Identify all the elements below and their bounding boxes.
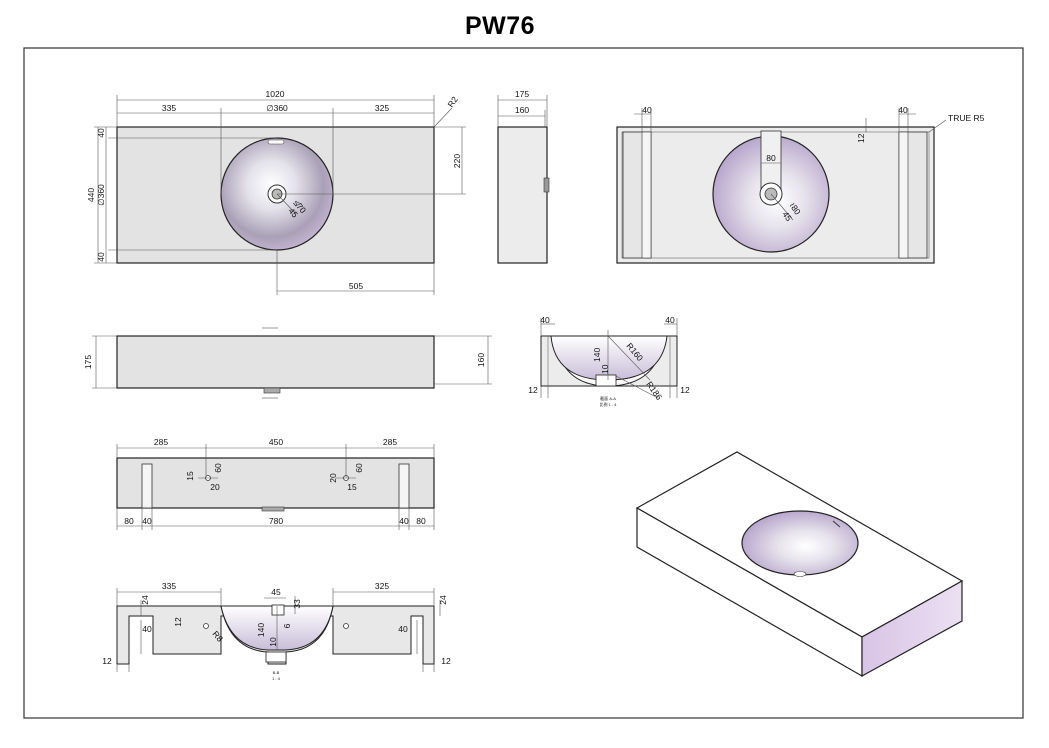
- dim-back-rib-left: 40: [142, 516, 152, 526]
- isometric-view: [635, 451, 964, 678]
- dim-top-edge-a: 40: [96, 128, 106, 138]
- dim-back-hole-left-w: 20: [210, 482, 220, 492]
- dim-top-bowl-dia: ∅360: [266, 103, 288, 113]
- dim-back-hole-right-top: 60: [354, 463, 364, 473]
- long-section-scale: 1 : 4: [272, 676, 281, 681]
- dim-back-hole-left-top: 60: [213, 463, 223, 473]
- back-view: 285 450 285 15 60 20 20 60 15 80 40 780 …: [116, 437, 435, 530]
- dim-bottom-channel: 80: [766, 153, 776, 163]
- section-scale: 比例 1 : 4: [600, 401, 618, 407]
- dim-bottom-thickness: 12: [856, 133, 866, 143]
- top-view: 1020 335 ∅360 325 R2 40 440 ∅360 40 220 …: [86, 89, 466, 295]
- side-view: 175 160: [497, 89, 550, 264]
- dim-section-right: 40: [665, 315, 675, 325]
- drawing-title: PW76: [464, 12, 536, 40]
- dim-section-left: 40: [540, 315, 550, 325]
- dim-top-center: 220: [452, 154, 462, 168]
- dim-top-offset: 505: [349, 281, 363, 291]
- dim-back-left: 285: [154, 437, 168, 447]
- dim-long-drain: 10: [268, 637, 278, 647]
- dim-bottom-right-rib: 40: [898, 105, 908, 115]
- dim-side-depth: 175: [515, 89, 529, 99]
- dim-long-top-left: 24: [140, 595, 150, 605]
- dim-back-hole-left-h: 15: [185, 471, 195, 481]
- long-section-view: 335 325 45 33 24 24 12 40 R8 140 6 10 40…: [102, 581, 451, 681]
- dim-long-depth: 140: [256, 623, 266, 637]
- dim-top-depth: 440: [86, 188, 96, 202]
- dim-long-edge-right: 12: [441, 656, 451, 666]
- dim-top-width: 1020: [266, 89, 285, 99]
- dim-section-wall-right: 12: [680, 385, 690, 395]
- dim-top-left: 335: [162, 103, 176, 113]
- section-view: 40 40 140 R160 10 R186 12 12 截面 A-A 比例 1…: [528, 315, 690, 407]
- dim-back-edge-right: 80: [416, 516, 426, 526]
- dim-top-right: 325: [375, 103, 389, 113]
- dim-back-inner: 780: [269, 516, 283, 526]
- dim-back-hole-right-w: 20: [328, 473, 338, 483]
- dim-long-wall-right: 40: [398, 624, 408, 634]
- dim-top-edge-b: 40: [96, 252, 106, 262]
- dim-long-top-right: 24: [438, 595, 448, 605]
- dim-back-edge-left: 80: [124, 516, 134, 526]
- dim-long-wall-left: 40: [142, 624, 152, 634]
- section-label: 截面 A-A: [600, 395, 616, 401]
- dim-top-radius: R2: [445, 94, 460, 109]
- dim-front-inner: 160: [476, 353, 486, 367]
- dim-long-drain-width: 45: [271, 587, 281, 597]
- dim-front-height: 175: [83, 355, 93, 369]
- dim-back-hole-right-h: 15: [347, 482, 357, 492]
- long-section-label: B-B: [273, 670, 280, 675]
- dim-section-depth: 140: [592, 348, 602, 362]
- dim-section-drain: 10: [600, 364, 610, 374]
- dim-long-left: 335: [162, 581, 176, 591]
- front-view: 175 160: [83, 327, 492, 399]
- dim-back-rib-right: 40: [399, 516, 409, 526]
- dim-bottom-radius-label: TRUE R5: [948, 113, 985, 123]
- dim-long-edge-left: 12: [102, 656, 112, 666]
- dim-long-drain-depth: 33: [292, 599, 302, 609]
- dim-long-step: 6: [282, 623, 292, 628]
- bottom-view: 40 40 TRUE R5 12 80 ≀80 45: [616, 105, 985, 264]
- dim-back-right: 285: [383, 437, 397, 447]
- dim-back-span: 450: [269, 437, 283, 447]
- drawing-frame: [23, 47, 1024, 719]
- dim-top-bowl-dia-v: ∅360: [96, 184, 106, 206]
- dim-bottom-left-rib: 40: [642, 105, 652, 115]
- dim-section-wall-left: 12: [528, 385, 538, 395]
- dim-side-inner: 160: [515, 105, 529, 115]
- dim-long-right: 325: [375, 581, 389, 591]
- dim-long-thickness: 12: [173, 617, 183, 627]
